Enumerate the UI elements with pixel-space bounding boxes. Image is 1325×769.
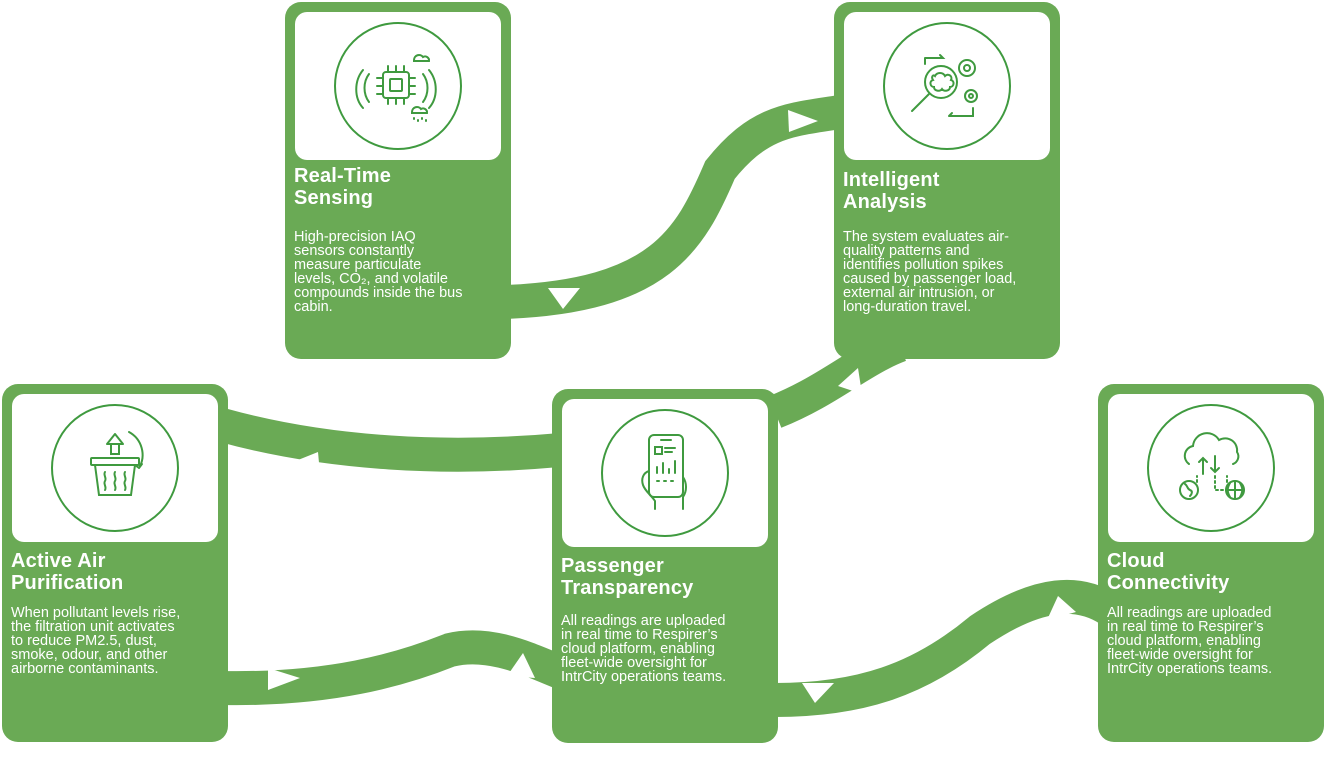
flow-arrow-left-middle [288, 452, 320, 474]
air-purifier-icon [51, 404, 179, 532]
icon-box [12, 394, 218, 542]
flow-arrow-down-bottom-right [802, 683, 834, 703]
brain-analysis-icon [883, 22, 1011, 150]
card-description: When pollutant levels rise,the filtratio… [11, 605, 181, 677]
mobile-dashboard-icon [601, 409, 729, 537]
cloud-globe-icon [1147, 404, 1275, 532]
connector-transparency-to-purification [217, 408, 562, 472]
icon-box [844, 12, 1050, 160]
flow-arrow-right-top [788, 110, 818, 132]
flow-arrow-up-analysis [838, 368, 862, 394]
connector-transparency-to-cloud [774, 579, 1120, 717]
icon-box [1108, 394, 1314, 542]
flow-arrow-up-cloud [1047, 596, 1076, 620]
flow-arrow-down-left [548, 288, 580, 309]
icon-box [562, 399, 768, 547]
flow-arrow-right-bottom-left [268, 668, 300, 690]
icon-box [295, 12, 501, 160]
card-description: The system evaluates air-quality pattern… [843, 229, 1017, 315]
flow-arrow-up-bottom-middle [507, 653, 535, 678]
connector-sensing-to-analysis [504, 95, 843, 319]
chip-sensor-icon [334, 22, 462, 150]
